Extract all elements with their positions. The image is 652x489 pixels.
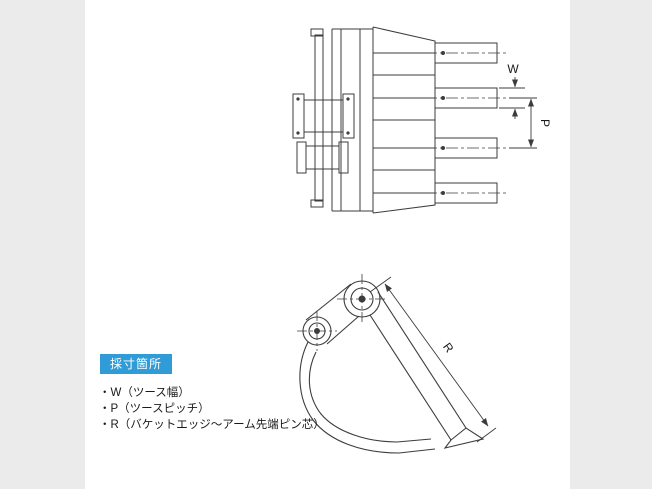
teeth-group	[434, 42, 498, 204]
legend-item-w: ・W（ツース幅）	[99, 387, 190, 399]
bucket-body-outline	[292, 26, 436, 214]
tooth-pins	[296, 51, 445, 195]
dimension-label-w: W	[507, 62, 519, 76]
pin-centers	[314, 295, 366, 334]
legend-title-badge: 採寸箇所	[100, 354, 173, 374]
content-panel	[85, 0, 570, 489]
dimension-label-r: R	[440, 340, 457, 356]
dimension-w	[499, 77, 525, 119]
legend: ・W（ツース幅） ・P（ツースピッチ） ・R（バケットエッジ〜アーム先端ピン芯）	[99, 385, 325, 433]
legend-item-p: ・P（ツースピッチ）	[99, 403, 210, 415]
dimension-r	[369, 276, 497, 443]
dimension-p	[509, 97, 537, 149]
bucket-side-view-diagram: R	[297, 274, 497, 454]
tooth-centerlines	[425, 52, 509, 194]
legend-item-r: ・R（バケットエッジ〜アーム先端ピン芯）	[99, 419, 325, 431]
legend-title: 採寸箇所	[110, 357, 163, 371]
bucket-profile-outline	[299, 280, 485, 454]
dimension-label-p: P	[538, 119, 552, 127]
pin-centerlines	[297, 274, 387, 351]
bucket-top-view-diagram: W P	[292, 26, 552, 214]
